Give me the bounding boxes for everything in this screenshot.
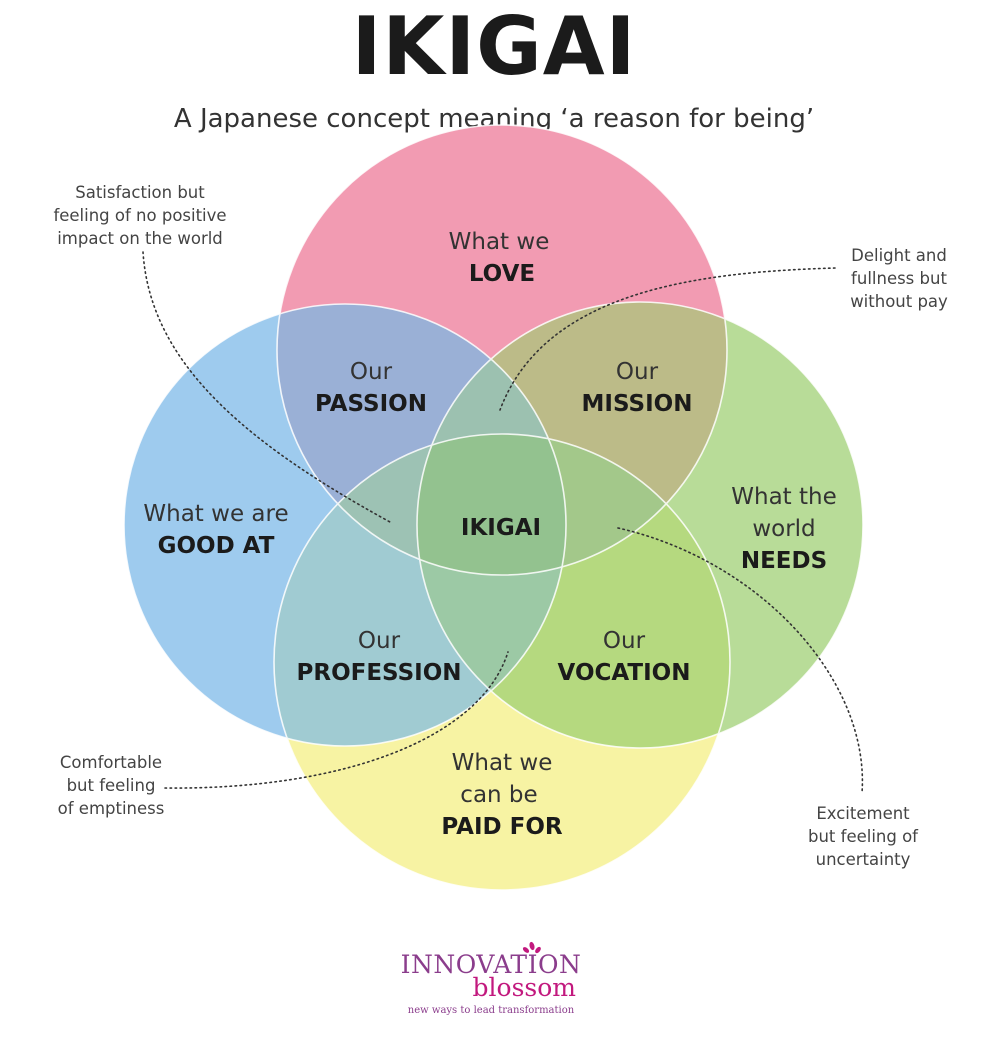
connector-top-left [142,251,391,523]
paid-label-light-1: What we [452,750,553,776]
connector-bottom-left [164,651,509,789]
note-bottom-right-line-2: but feeling of [808,827,919,846]
circle-outlines [123,124,864,891]
overlap-bottom-left-right [417,434,566,746]
good-at-label-light: What we are [143,501,288,527]
logo-line-1: INNOVATION [401,950,582,979]
note-top-right-line-2: fullness but [851,269,947,288]
note-top-right: Delight and fullness but without pay [850,246,948,311]
profession-label-bold: PROFESSION [297,660,462,686]
love-label-bold: LOVE [469,261,535,287]
note-top-left-line-3: impact on the world [57,229,223,248]
note-bottom-left-line-1: Comfortable [60,753,162,772]
overlap-top-left-right [417,304,566,575]
paid-label-bold: PAID FOR [441,814,562,840]
vocation-label-light: Our [603,628,646,654]
note-top-left-line-1: Satisfaction but [75,183,205,202]
logo-tagline: new ways to lead transformation [408,1005,575,1016]
paid-label-light-2: can be [460,782,537,808]
needs-label-light-1: What the [731,484,837,510]
logo-line-2: blossom [473,973,577,1002]
note-top-right-line-3: without pay [850,292,948,311]
note-bottom-right-line-3: uncertainty [816,850,911,869]
ikigai-center-label: IKIGAI [461,515,541,541]
good-at-label-bold: GOOD AT [158,533,275,559]
note-bottom-right: Excitement but feeling of uncertainty [808,804,919,869]
needs-label-bold: NEEDS [741,548,827,574]
note-bottom-left-line-3: of emptiness [58,799,165,818]
mission-label-light: Our [616,359,659,385]
connector-lines [142,251,864,794]
note-top-left: Satisfaction but feeling of no positive … [53,183,226,248]
note-top-left-line-2: feeling of no positive [53,206,226,225]
passion-label-light: Our [350,359,393,385]
blossom-petals-icon [522,941,541,954]
note-top-right-line-1: Delight and [851,246,947,265]
vocation-label-bold: VOCATION [558,660,691,686]
note-bottom-right-line-1: Excitement [816,804,910,823]
needs-label-light-2: world [752,516,815,542]
passion-label-bold: PASSION [315,391,427,417]
innovation-blossom-logo: INNOVATION blossom new ways to lead tran… [401,941,582,1016]
profession-label-light: Our [358,628,401,654]
mission-label-bold: MISSION [582,391,693,417]
note-bottom-left-line-2: but feeling [67,776,156,795]
note-bottom-left: Comfortable but feeling of emptiness [58,753,165,818]
love-label-light: What we [449,229,550,255]
page-title: IKIGAI [351,0,637,93]
connector-top-right [499,267,836,411]
